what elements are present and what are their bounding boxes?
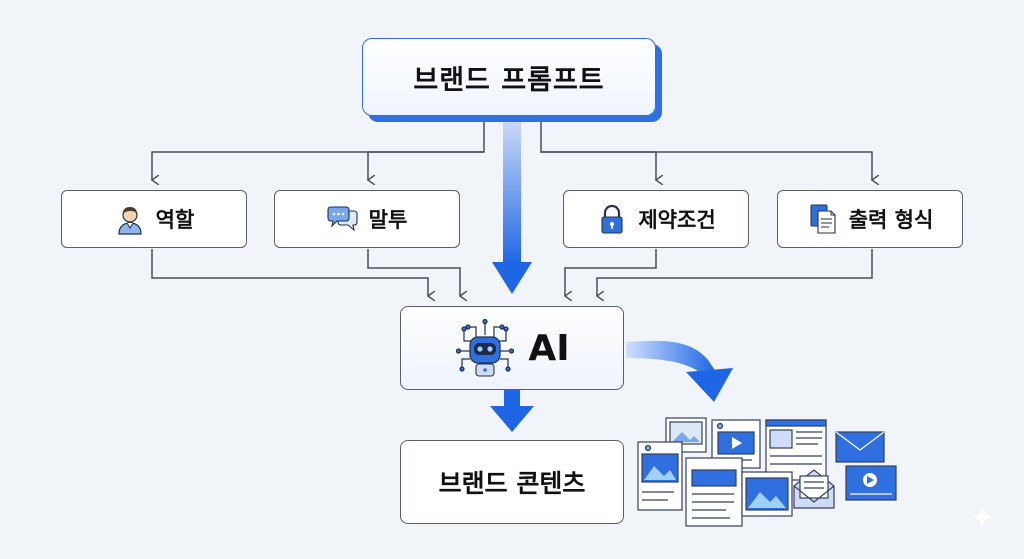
split-lines bbox=[152, 117, 872, 180]
constraints-box: 제약조건 bbox=[563, 190, 749, 248]
ai-box: AI bbox=[400, 306, 624, 390]
ai-label: AI bbox=[528, 327, 570, 369]
speech-bubble-icon bbox=[327, 206, 358, 232]
tone-box: 말투 bbox=[274, 190, 460, 248]
content-collage-icon bbox=[637, 417, 897, 527]
ai-output-arrow bbox=[490, 390, 534, 432]
output-format-label: 출력 형식 bbox=[848, 208, 934, 232]
main-down-arrow bbox=[492, 118, 532, 294]
brand-prompt-label: 브랜드 프롬프트 bbox=[413, 64, 605, 96]
brand-prompt-box: 브랜드 프롬프트 bbox=[362, 38, 656, 116]
brand-content-label: 브랜드 콘텐츠 bbox=[438, 469, 586, 498]
person-icon bbox=[118, 207, 142, 235]
tone-label: 말투 bbox=[368, 208, 408, 232]
output-format-box: 출력 형식 bbox=[777, 190, 963, 248]
role-label: 역할 bbox=[155, 208, 195, 232]
merge-lines bbox=[151, 249, 873, 296]
curved-arrow bbox=[626, 340, 733, 402]
lock-icon bbox=[601, 204, 623, 234]
constraints-label: 제약조건 bbox=[638, 208, 716, 232]
role-box: 역할 bbox=[61, 190, 247, 248]
brand-content-box: 브랜드 콘텐츠 bbox=[400, 440, 624, 524]
robot-icon bbox=[456, 318, 515, 377]
document-icon bbox=[810, 204, 836, 234]
sparkle-icon bbox=[970, 505, 994, 529]
